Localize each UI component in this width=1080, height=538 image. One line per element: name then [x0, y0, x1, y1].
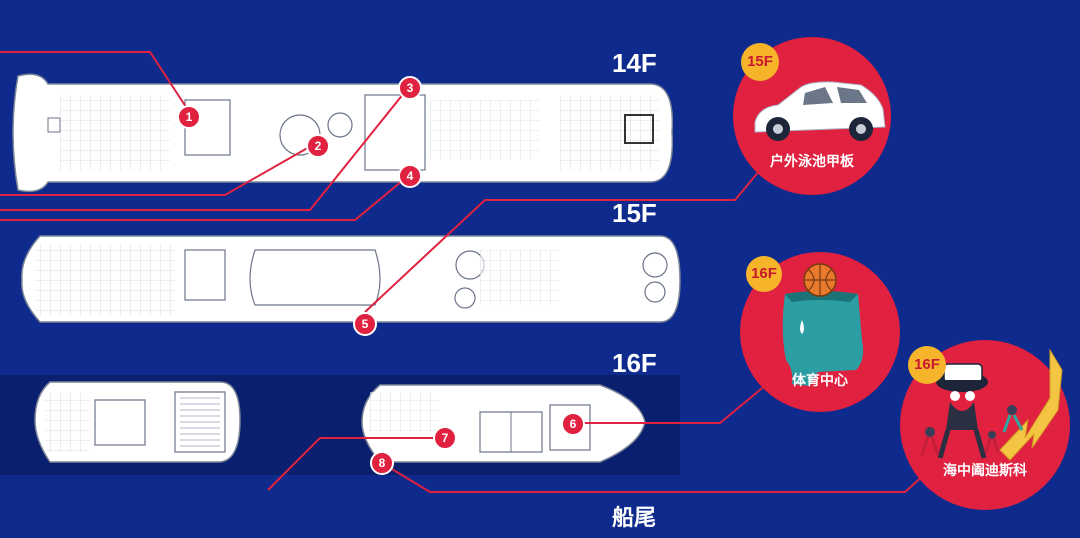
- callout-sports-center-title: 体育中心: [792, 373, 848, 389]
- callout-pool-deck-badge: 15F: [741, 43, 779, 81]
- marker-2[interactable]: 2: [306, 134, 330, 158]
- floor-label-15: 15F: [612, 198, 657, 228]
- deck-15-plan: [21, 235, 681, 323]
- marker-8[interactable]: 8: [370, 451, 394, 475]
- marker-7[interactable]: 7: [433, 426, 457, 450]
- marker-6[interactable]: 6: [561, 412, 585, 436]
- deck-14-plan: [12, 73, 674, 193]
- callout-pool-deck-title: 户外泳池甲板: [770, 154, 854, 170]
- deck-16-plan-left: [34, 381, 241, 463]
- deck-16-plan-right: [361, 384, 646, 463]
- marker-1[interactable]: 1: [177, 105, 201, 129]
- callout-sports-center-badge: 16F: [746, 256, 782, 292]
- marker-5[interactable]: 5: [353, 312, 377, 336]
- marker-4[interactable]: 4: [398, 164, 422, 188]
- floor-label-14: 14F: [612, 48, 657, 78]
- floor-label-16: 16F: [612, 348, 657, 378]
- callout-disco-title: 海中阖迪斯科: [943, 463, 1027, 479]
- callout-pool-deck[interactable]: 15F 户外泳池甲板: [733, 37, 891, 195]
- callout-lines: [0, 51, 936, 493]
- car-icon: [754, 81, 886, 141]
- marker-3[interactable]: 3: [398, 76, 422, 100]
- callout-disco[interactable]: 16F 海中阖迪斯科: [900, 340, 1070, 510]
- callout-sports-center[interactable]: 16F 体育中心: [740, 252, 900, 412]
- basketball-head-icon: [782, 263, 864, 386]
- callout-disco-badge: 16F: [908, 346, 946, 384]
- stern-label: 船尾: [612, 506, 657, 531]
